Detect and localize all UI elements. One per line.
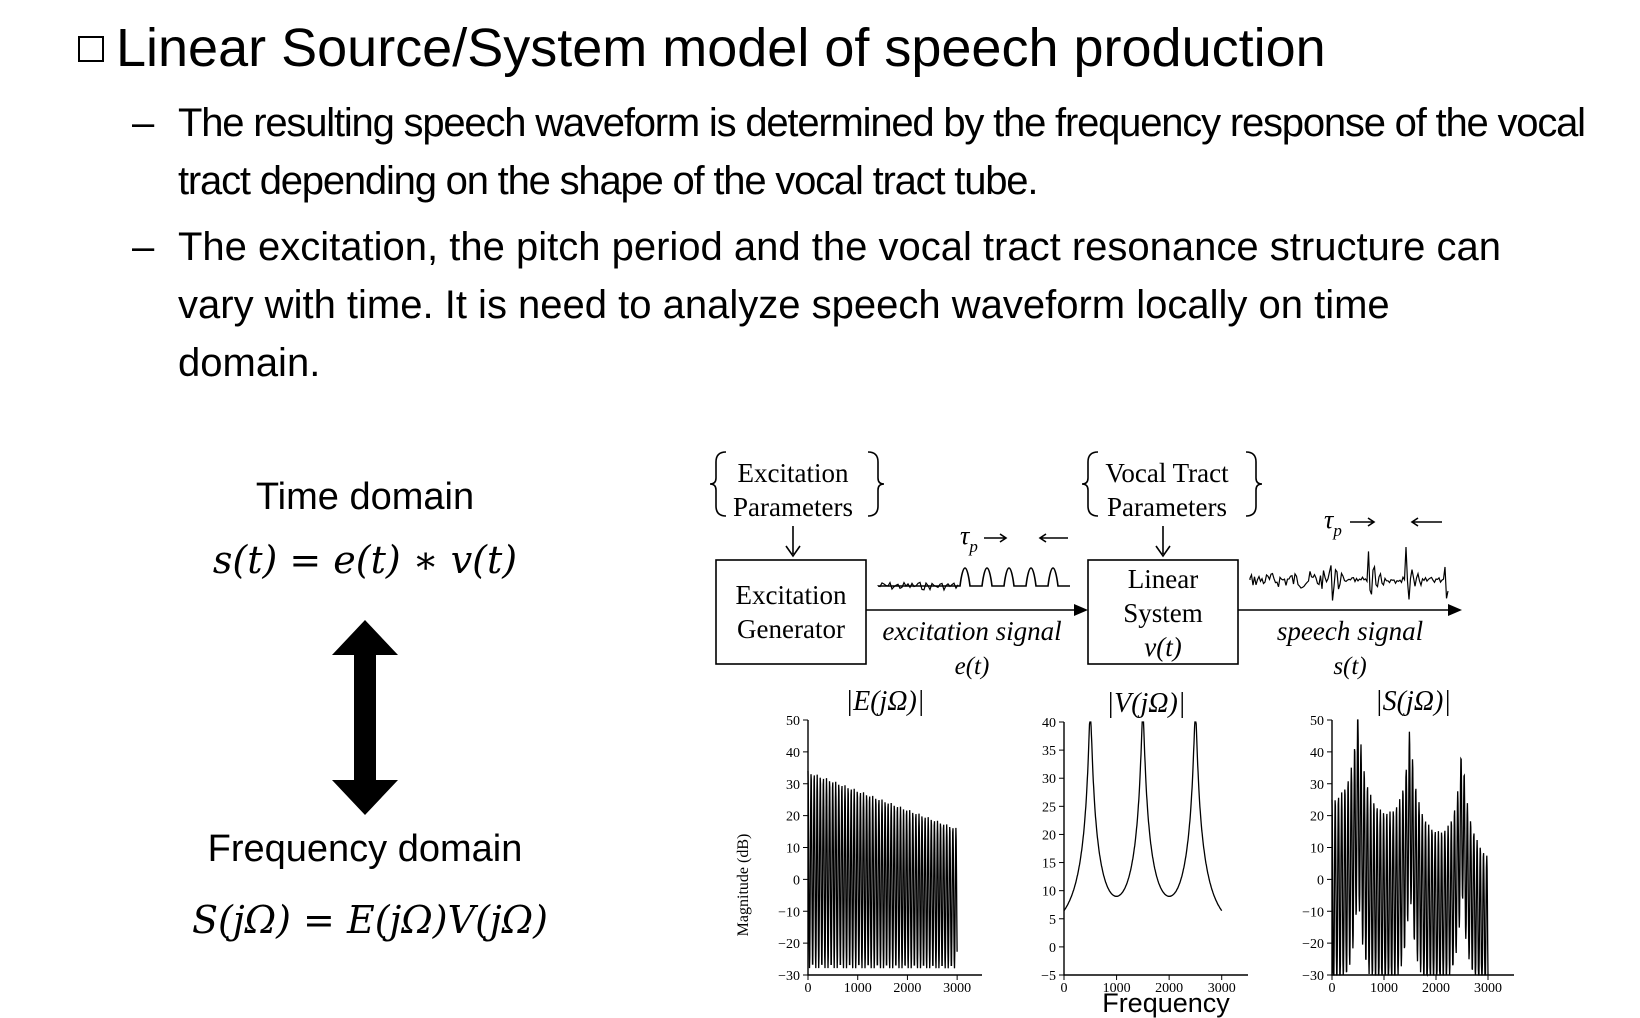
- square-bullet-icon: [78, 36, 104, 62]
- x-tick-label: 3000: [943, 981, 971, 996]
- bullet-2: – The excitation, the pitch period and t…: [132, 218, 1532, 398]
- y-tick-label: 50: [786, 714, 800, 729]
- y-tick-label: −5: [1041, 969, 1056, 984]
- time-domain-equation: s(t) = e(t) ∗ v(t): [212, 538, 518, 582]
- system-line2: System: [1123, 598, 1203, 628]
- y-tick-label: −20: [1302, 937, 1324, 952]
- excitation-params-line1: Excitation: [738, 458, 849, 488]
- plot-title: |V(jΩ)|: [1106, 688, 1185, 719]
- spectrum-curve: [807, 770, 958, 969]
- right-arrow-icon: [984, 533, 1008, 543]
- linear-system-box: [1087, 559, 1239, 665]
- y-tick-label: 40: [1042, 716, 1056, 731]
- speech-waveform: [1249, 546, 1449, 601]
- vocal-params-line2: Parameters: [1107, 492, 1227, 522]
- pulse-train-waveform: [878, 567, 1070, 587]
- y-axis-label: Magnitude (dB): [735, 834, 752, 937]
- bullet-1: – The resulting speech waveform is deter…: [132, 94, 1622, 214]
- left-brace-icon: [709, 451, 727, 517]
- y-tick-label: −20: [778, 937, 800, 952]
- x-tick-label: 1000: [1103, 981, 1131, 996]
- y-tick-label: 10: [786, 842, 800, 857]
- frequency-domain-equation: S(jΩ) = E(jΩ)V(jΩ): [191, 898, 549, 942]
- system-line3: v(t): [1144, 632, 1181, 662]
- x-tick-label: 2000: [893, 981, 921, 996]
- noise-waveform: [877, 581, 959, 592]
- y-tick-label: 25: [1042, 800, 1056, 815]
- down-arrow-icon: [1155, 526, 1171, 558]
- y-tick-label: 40: [786, 746, 800, 761]
- y-tick-label: −10: [1302, 905, 1324, 920]
- excitation-params-line2: Parameters: [733, 492, 853, 522]
- left-arrow-icon: [1038, 533, 1068, 543]
- pitch-period-label: τp: [960, 521, 978, 556]
- excitation-signal-label: excitation signal: [882, 616, 1061, 646]
- x-tick-label: 0: [1061, 981, 1068, 996]
- generator-line1: Excitation: [736, 580, 847, 610]
- y-tick-label: 30: [1310, 778, 1324, 793]
- y-tick-label: −30: [778, 969, 800, 984]
- y-tick-label: 20: [786, 810, 800, 825]
- frequency-domain-label: Frequency domain: [207, 828, 523, 870]
- x-axis-label: Frequency: [1102, 988, 1230, 1018]
- y-tick-label: 30: [786, 778, 800, 793]
- vocal-params-line1: Vocal Tract: [1105, 458, 1229, 488]
- y-tick-label: −10: [778, 905, 800, 920]
- x-tick-label: 1000: [844, 981, 872, 996]
- right-arrow-icon: [1350, 517, 1376, 527]
- arrowhead-icon: [1448, 604, 1462, 616]
- left-brace-icon: [1081, 451, 1099, 517]
- right-brace-icon: [1245, 451, 1263, 517]
- bullet-text: The excitation, the pitch period and the…: [178, 225, 1501, 385]
- x-tick-label: 3000: [1208, 981, 1236, 996]
- vocal-tract-spectrum-plot: 40 35 30 25 20 15 10 5 0 −5 0 1000 2000 3000 |V(jΩ)|: [1041, 688, 1248, 996]
- x-tick-label: 2000: [1155, 981, 1183, 996]
- bullet-dash: –: [132, 225, 155, 269]
- down-arrow-icon: [785, 526, 801, 558]
- excitation-spectrum-plot: 50 40 30 20 10 0 −10 −20 −30 0 1000 2000 3000 |E(jΩ)|: [778, 686, 982, 996]
- plot-title: |E(jΩ)|: [845, 686, 924, 717]
- speech-function-label: s(t): [1333, 653, 1366, 680]
- right-brace-icon: [867, 451, 885, 517]
- y-tick-label: 50: [1310, 714, 1324, 729]
- y-tick-label: 10: [1310, 842, 1324, 857]
- y-tick-label: 35: [1042, 744, 1056, 759]
- x-tick-label: 3000: [1474, 981, 1502, 996]
- system-line1: Linear: [1128, 564, 1198, 594]
- y-tick-label: 15: [1042, 857, 1056, 872]
- generator-line2: Generator: [737, 614, 845, 644]
- slide-title: Linear Source/System model of speech pro…: [78, 12, 1326, 84]
- y-tick-label: 10: [1042, 885, 1056, 900]
- y-tick-label: 20: [1042, 828, 1056, 843]
- y-tick-label: 0: [793, 873, 800, 888]
- excitation-function-label: e(t): [955, 653, 990, 680]
- plot-axes: [1063, 722, 1248, 976]
- x-tick-label: 0: [1329, 981, 1336, 996]
- plot-title: |S(jΩ)|: [1375, 686, 1451, 717]
- y-tick-label: 0: [1317, 873, 1324, 888]
- excitation-generator-box: [715, 559, 867, 665]
- arrowhead-icon: [1074, 604, 1088, 616]
- y-tick-label: 40: [1310, 746, 1324, 761]
- x-tick-label: 1000: [1370, 981, 1398, 996]
- double-arrow-icon: [332, 620, 398, 815]
- bullet-text: The resulting speech waveform is determi…: [178, 101, 1586, 203]
- speech-spectrum-plot: 50 40 30 20 10 0 −10 −20 −30 0 1000 2000 3000 |S(jΩ)|: [1302, 686, 1514, 996]
- x-tick-label: 0: [805, 981, 812, 996]
- y-tick-label: −30: [1302, 969, 1324, 984]
- spectrum-curve: [1063, 721, 1223, 912]
- time-domain-label: Time domain: [255, 476, 475, 518]
- y-tick-label: 20: [1310, 810, 1324, 825]
- x-tick-label: 2000: [1422, 981, 1450, 996]
- left-arrow-icon: [1410, 517, 1442, 527]
- y-tick-label: 0: [1049, 941, 1056, 956]
- spectrum-curve: [1331, 719, 1489, 977]
- y-tick-label: 30: [1042, 772, 1056, 787]
- pitch-period-label: τp: [1324, 505, 1342, 540]
- y-tick-label: 5: [1049, 913, 1056, 928]
- bullet-dash: –: [132, 101, 154, 145]
- slide-title-text: Linear Source/System model of speech pro…: [116, 18, 1326, 78]
- speech-signal-label: speech signal: [1277, 616, 1423, 646]
